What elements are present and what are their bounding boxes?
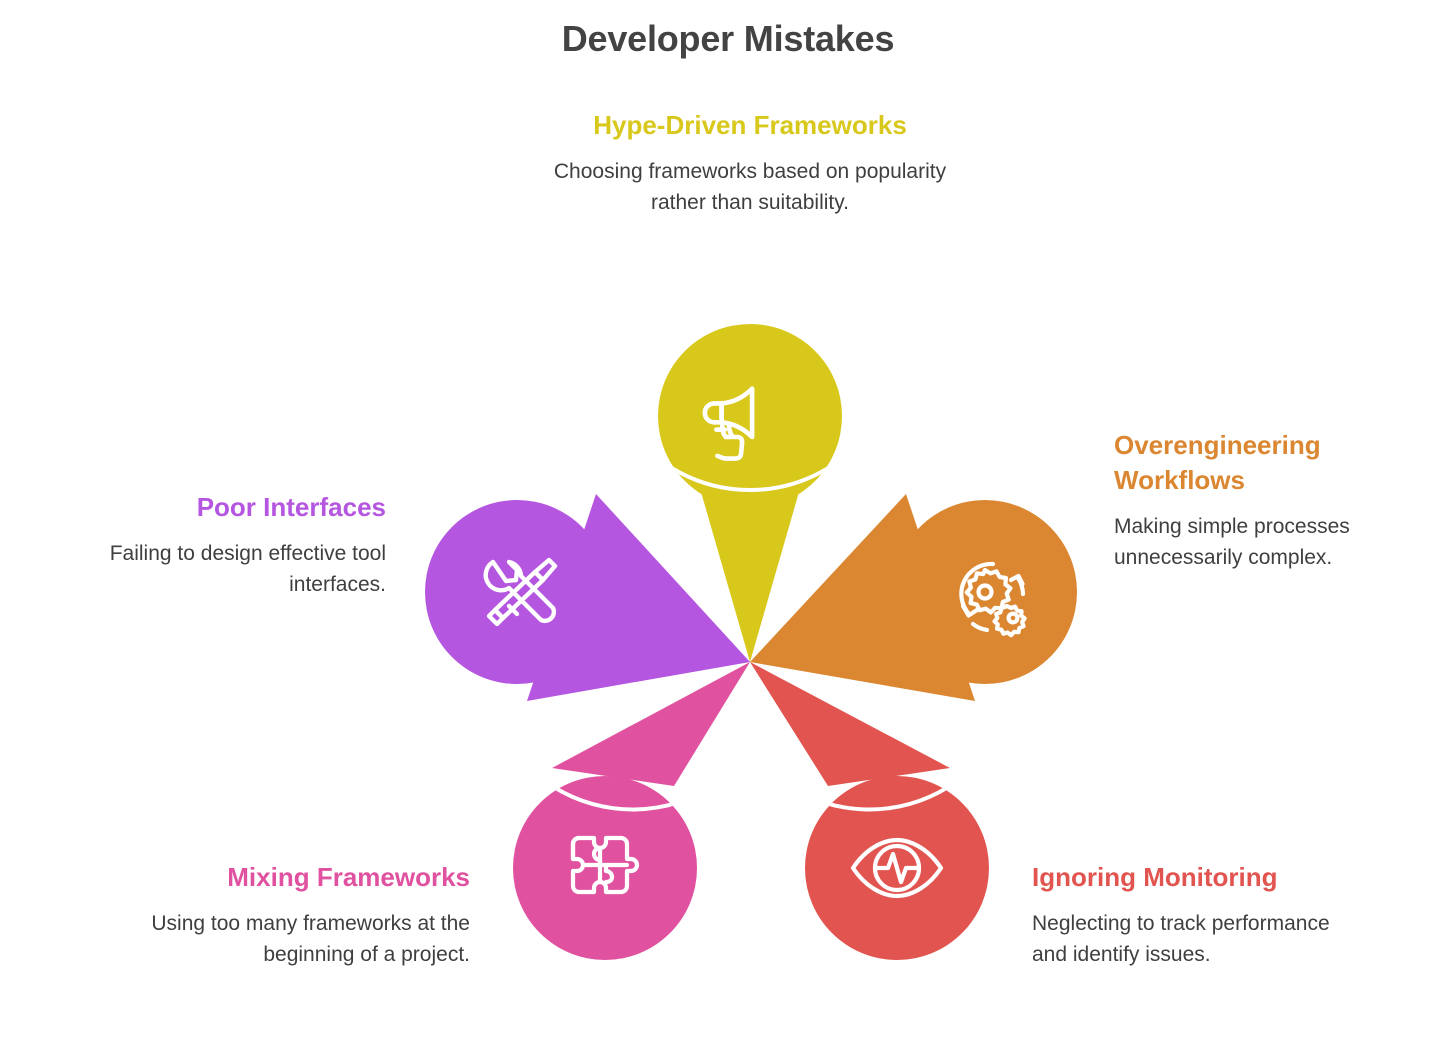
label-title-monitoring: Ignoring Monitoring: [1032, 862, 1278, 892]
label-title-interfaces: Poor Interfaces: [196, 492, 386, 522]
label-block-overengineering: Overengineering Workflows Making simple …: [1114, 428, 1444, 573]
petal-interfaces[interactable]: [425, 490, 750, 701]
label-desc-hype: Choosing frameworks based on popularity …: [553, 160, 947, 214]
label-desc-monitoring: Neglecting to track performance and iden…: [1032, 912, 1330, 966]
petal-monitoring[interactable]: [750, 662, 989, 960]
petal-overengineering[interactable]: [750, 490, 1077, 701]
label-title-overengineering: Overengineering Workflows: [1114, 430, 1321, 496]
petal-mixing[interactable]: [513, 662, 750, 960]
label-title-mixing: Mixing Frameworks: [227, 862, 470, 892]
petal-hype[interactable]: [630, 324, 870, 662]
label-block-interfaces: Poor Interfaces Failing to design effect…: [30, 490, 386, 600]
petal-hype-arc: [658, 428, 842, 492]
eye-pulse-icon: [850, 837, 944, 899]
petal-mixing-tail: [552, 662, 750, 786]
gears-process-icon: [959, 561, 1027, 638]
label-desc-overengineering: Making simple processes unnecessarily co…: [1114, 515, 1350, 569]
puzzle-icon-detail: [591, 845, 615, 885]
label-block-monitoring: Ignoring Monitoring Neglecting to track …: [1032, 860, 1362, 970]
page-title: Developer Mistakes: [561, 18, 895, 59]
petal-monitoring-tail: [750, 662, 950, 786]
label-desc-mixing: Using too many frameworks at the beginni…: [151, 912, 470, 966]
petal-overengineering-circle: [893, 500, 1077, 684]
label-block-hype: Hype-Driven Frameworks Choosing framewor…: [545, 108, 955, 218]
label-title-hype: Hype-Driven Frameworks: [593, 110, 907, 140]
label-block-mixing: Mixing Frameworks Using too many framewo…: [110, 860, 470, 970]
tools-icon: [483, 557, 558, 627]
label-desc-interfaces: Failing to design effective tool interfa…: [109, 542, 386, 596]
megaphone-icon: [702, 386, 755, 461]
